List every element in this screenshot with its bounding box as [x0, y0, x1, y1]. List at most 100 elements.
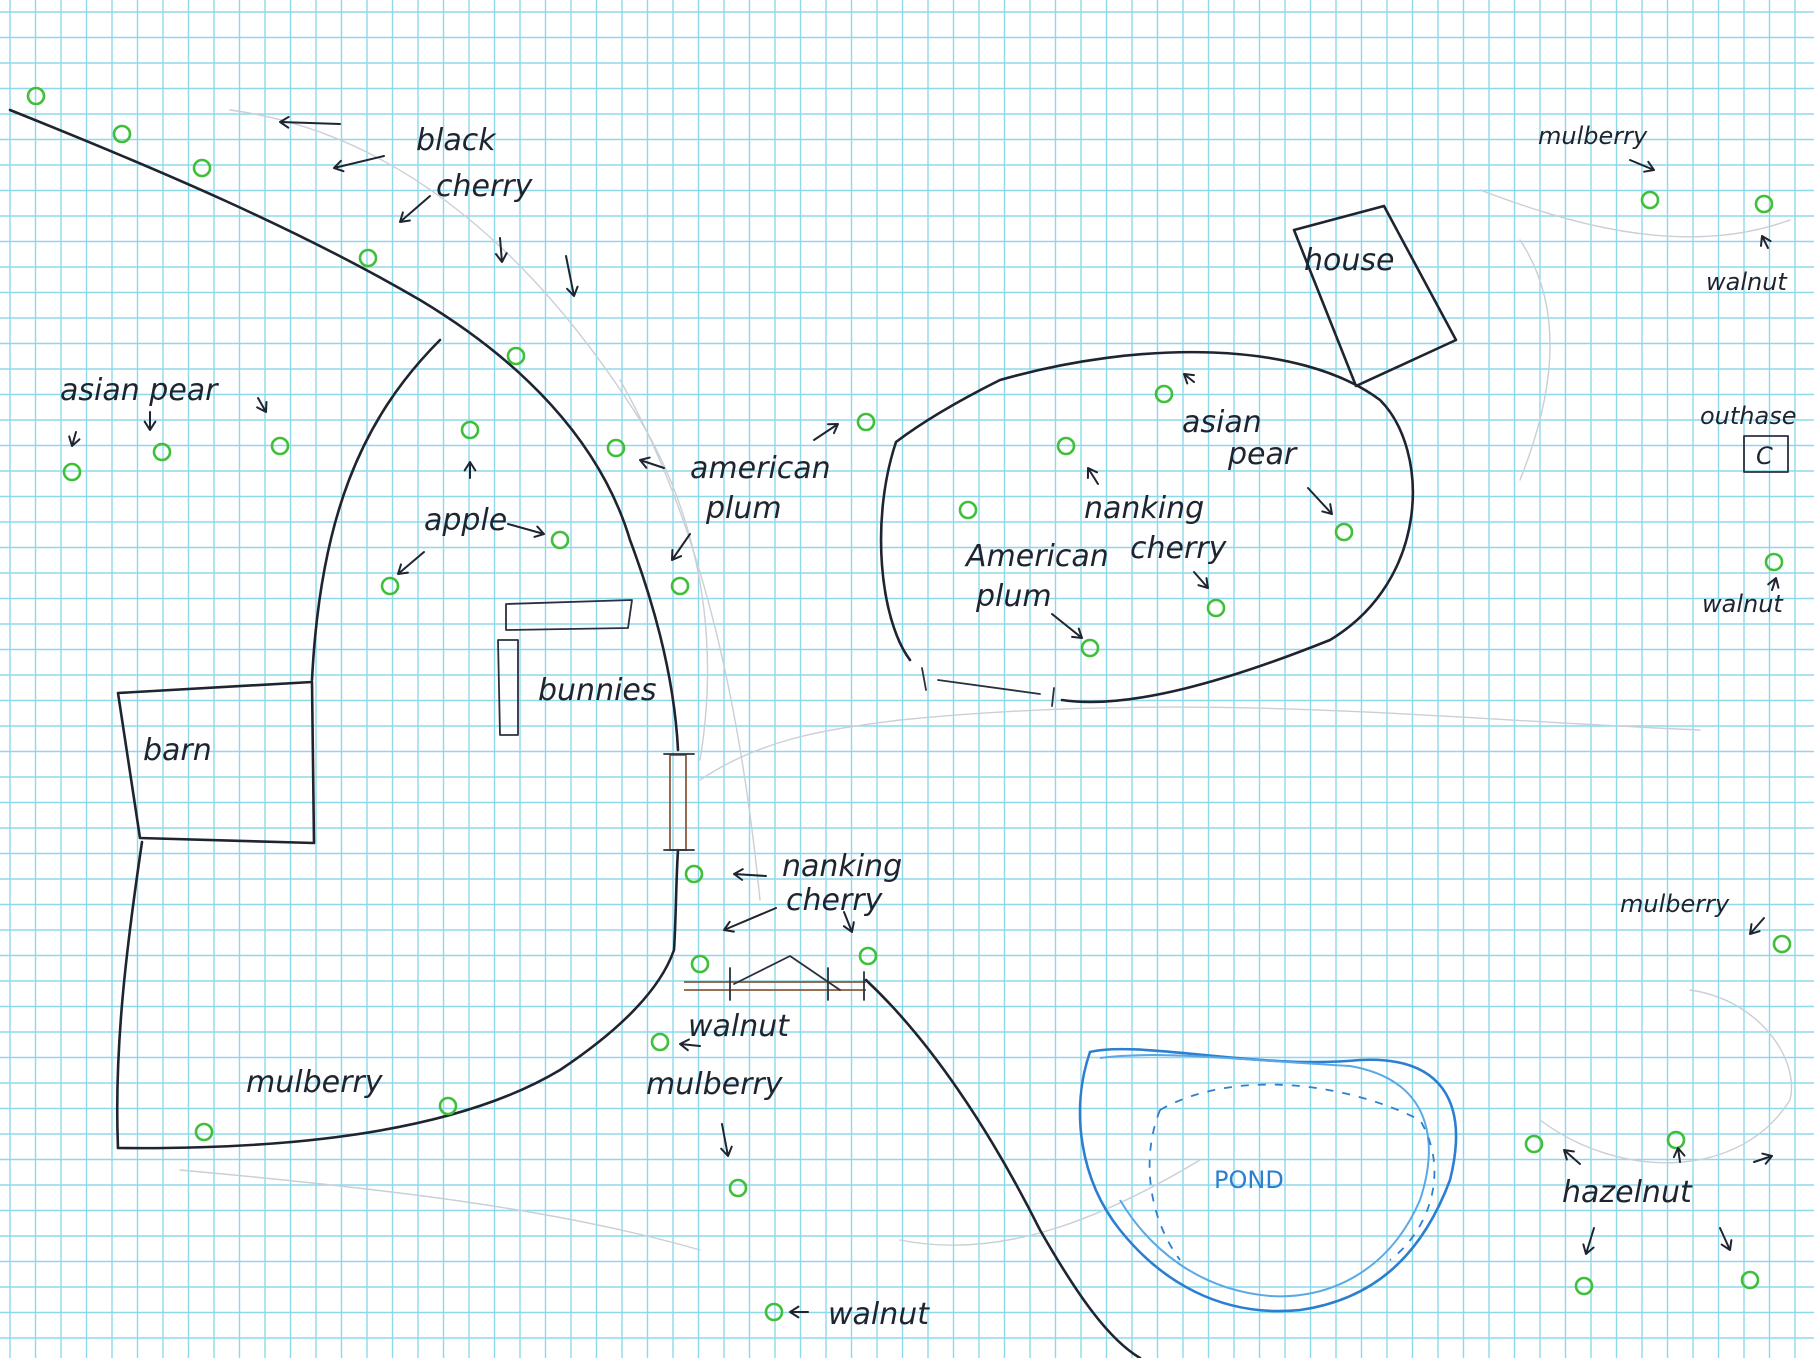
label-american-plum-yard-line1: American: [964, 539, 1109, 574]
outhouse-label: outhase: [1700, 402, 1797, 430]
pointer-arrow: [813, 423, 839, 441]
pointer-arrow: [397, 551, 425, 575]
label-asian-pear-yard-line2: pear: [1227, 437, 1298, 472]
label-mulberry-top-right: mulberry: [1538, 122, 1648, 150]
pond-label: POND: [1214, 1166, 1284, 1194]
pointer-arrow: [256, 397, 268, 413]
pointer-arrow: [1749, 917, 1765, 935]
pointer-arrow: [1753, 1152, 1773, 1165]
label-asian-pear-left: asian pear: [60, 373, 219, 408]
pointer-arrow: [789, 1305, 809, 1319]
label-asian-pear-yard-line1: asian: [1182, 405, 1262, 440]
label-hazelnut: hazelnut: [1562, 1175, 1693, 1210]
label-american-plum-line2: plum: [705, 491, 782, 526]
house: house: [1292, 204, 1458, 388]
tree-marker: [380, 576, 400, 596]
tree-marker: [26, 86, 46, 106]
pointer-arrow: [333, 155, 385, 173]
tree-marker: [764, 1302, 784, 1322]
tree-marker: [1574, 1276, 1594, 1296]
pointer-arrows: [68, 115, 1780, 1319]
barn: barn: [116, 680, 316, 845]
tree-marker: [506, 346, 526, 366]
pointer-arrow: [1719, 1227, 1733, 1251]
pond: POND: [1078, 1047, 1458, 1313]
pointer-arrow: [1629, 159, 1655, 173]
tree-marker: [1056, 436, 1076, 456]
pencil-guidelines: [179, 109, 1793, 1251]
pointer-arrow: [565, 255, 579, 297]
tree-marker: [550, 530, 570, 550]
tree-marker: [62, 462, 82, 482]
tree-marker: [1334, 522, 1354, 542]
tree-marker: [858, 946, 878, 966]
pointer-arrow: [1767, 577, 1780, 591]
pointer-arrow: [507, 523, 545, 538]
tree-marker: [460, 420, 480, 440]
tree-marker: [1524, 1134, 1544, 1154]
tree-marker: [192, 158, 212, 178]
pointer-arrow: [463, 461, 477, 479]
tree-markers: [26, 86, 1792, 1322]
tree-marker: [650, 1032, 670, 1052]
pointer-arrow: [399, 195, 431, 223]
pointer-arrow: [143, 411, 157, 431]
tree-marker: [1740, 1270, 1760, 1290]
label-nanking-yard-line2: cherry: [1130, 531, 1228, 566]
pointer-arrow: [1563, 1149, 1581, 1165]
pointer-arrow: [1183, 373, 1195, 385]
outhouse: outhase C: [1700, 402, 1797, 473]
label-mulberry-left: mulberry: [246, 1065, 384, 1100]
pointer-arrow: [68, 431, 81, 447]
tree-marker: [1206, 598, 1226, 618]
tree-marker: [1666, 1130, 1686, 1150]
gate-west: [663, 753, 695, 851]
pointer-arrow: [1193, 571, 1209, 589]
pointer-arrow: [733, 868, 767, 881]
tree-marker: [606, 438, 626, 458]
pointer-arrow: [723, 907, 777, 933]
pointer-arrow: [639, 456, 665, 469]
tree-marker: [958, 500, 978, 520]
label-nanking-gate-line2: cherry: [786, 883, 884, 918]
tree-marker: [112, 124, 132, 144]
pointer-arrow: [1672, 1147, 1686, 1163]
bunnies-label: bunnies: [538, 673, 657, 708]
barn-label: barn: [143, 733, 212, 768]
tree-marker: [1080, 638, 1100, 658]
fence-lines: [8, 108, 1415, 1358]
tree-marker: [670, 576, 690, 596]
pointer-arrow: [1051, 613, 1083, 639]
pointer-arrow: [279, 115, 341, 129]
label-apple: apple: [424, 503, 507, 538]
label-mulberry-gate: mulberry: [646, 1067, 784, 1102]
tree-marker: [728, 1178, 748, 1198]
tree-marker: [1640, 190, 1660, 210]
tree-marker: [270, 436, 290, 456]
label-nanking-yard-line1: nanking: [1084, 491, 1204, 526]
pointer-arrow: [671, 533, 691, 561]
tree-marker: [690, 954, 710, 974]
label-walnut-right-1: walnut: [1706, 268, 1788, 296]
gate-south: [684, 955, 866, 1001]
label-walnut-right-2: walnut: [1702, 590, 1784, 618]
label-walnut-bottom: walnut: [828, 1297, 930, 1332]
pointer-arrow: [1086, 467, 1099, 485]
tree-marker: [1764, 552, 1784, 572]
pointer-arrow: [494, 237, 508, 263]
pointer-arrow: [1759, 235, 1772, 249]
tree-marker: [684, 864, 704, 884]
label-mulberry-right: mulberry: [1620, 890, 1730, 918]
label-american-plum-line1: american: [690, 451, 831, 486]
tree-marker: [856, 412, 876, 432]
tree-marker: [358, 248, 378, 268]
bunnies-enclosure: bunnies: [497, 599, 657, 736]
tree-marker: [1154, 384, 1174, 404]
tree-marker: [1772, 934, 1792, 954]
outhouse-symbol: C: [1756, 442, 1773, 470]
label-nanking-gate-line1: nanking: [782, 849, 902, 884]
label-walnut-gate: walnut: [688, 1009, 790, 1044]
tree-marker: [438, 1096, 458, 1116]
house-label: house: [1304, 243, 1394, 278]
